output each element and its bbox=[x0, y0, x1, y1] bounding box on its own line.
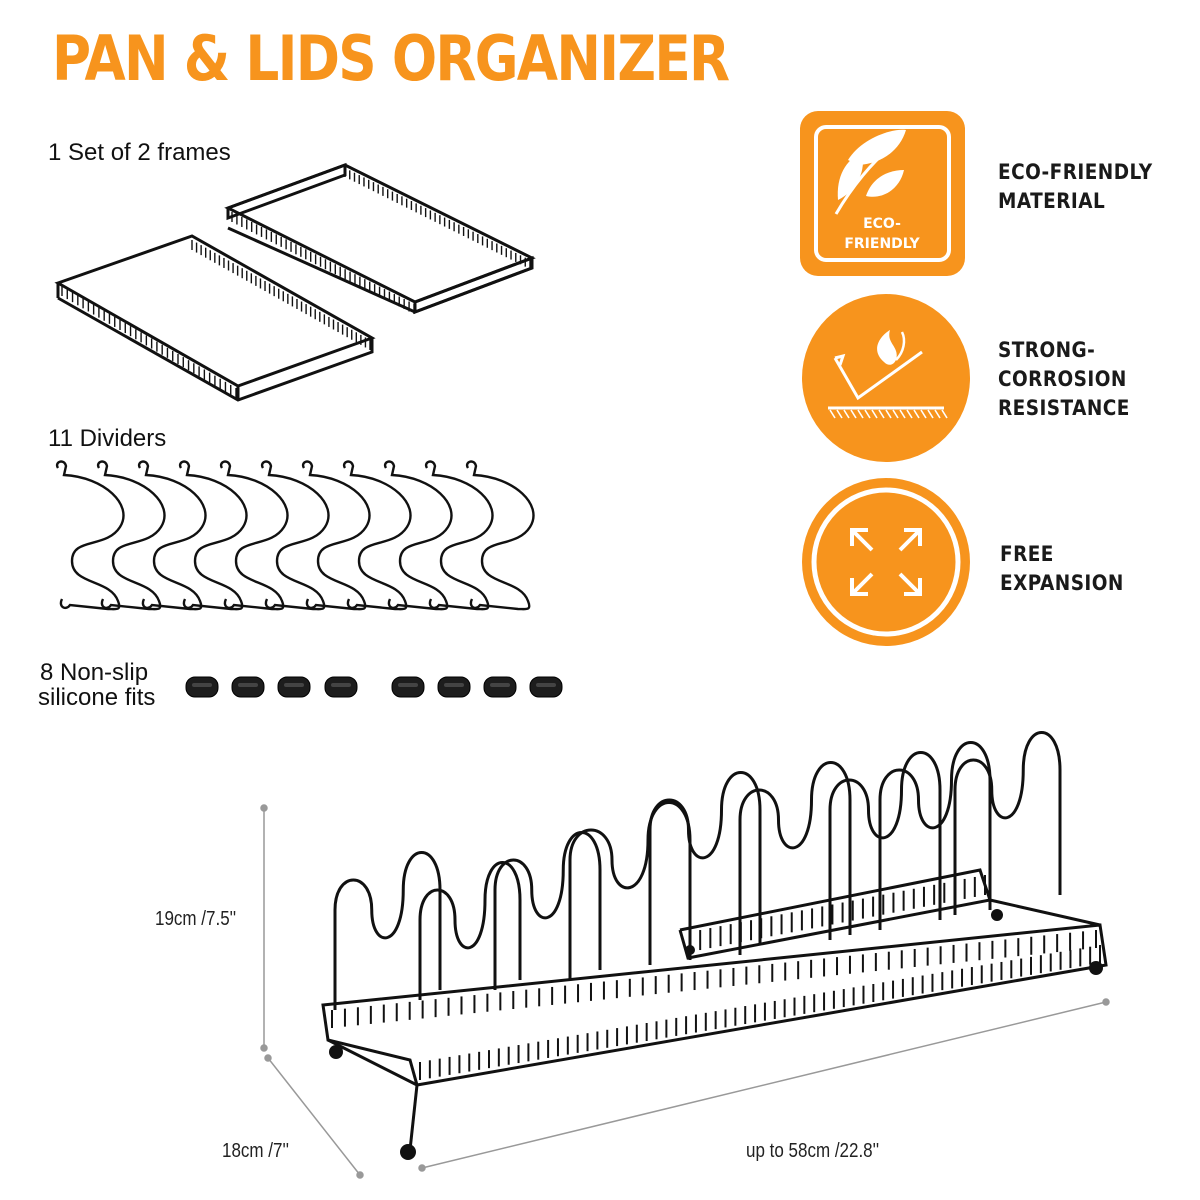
feature-eco-line1: ECO-FRIENDLY bbox=[998, 160, 1153, 184]
rack-divider-wire bbox=[648, 771, 762, 965]
rack-divider-wire bbox=[738, 761, 852, 955]
divider-wire bbox=[137, 460, 207, 611]
rack-divider-wire bbox=[568, 801, 692, 980]
divider-wire bbox=[383, 460, 453, 611]
divider-wire bbox=[219, 460, 289, 611]
divider-wire bbox=[301, 460, 371, 611]
divider-wire bbox=[55, 460, 125, 611]
fits-label-line2: silicone fits bbox=[38, 684, 156, 711]
feature-expansion-line2: EXPANSION bbox=[1000, 571, 1124, 595]
eco-badge-line1: ECO- bbox=[863, 216, 901, 232]
divider-wire bbox=[96, 460, 166, 611]
rack-divider-wire bbox=[333, 851, 442, 1010]
feature-corrosion-line1: STRONG- bbox=[998, 338, 1096, 362]
height-dimension: 19cm /7.5'' bbox=[155, 908, 237, 930]
feature-corrosion-line2: CORROSION bbox=[998, 367, 1127, 391]
rack-divider-wire bbox=[953, 731, 1062, 915]
feature-corrosion-line3: RESISTANCE bbox=[998, 396, 1130, 420]
dividers-label: 11 Dividers bbox=[48, 425, 167, 452]
feature-eco-line2: MATERIAL bbox=[998, 189, 1106, 213]
length-dimension: up to 58cm /22.8'' bbox=[746, 1140, 880, 1162]
rack-divider-wire bbox=[828, 751, 942, 940]
divider-wire bbox=[178, 460, 248, 611]
divider-wire bbox=[260, 460, 330, 611]
divider-wire bbox=[465, 460, 535, 611]
divider-wire bbox=[342, 460, 412, 611]
leaf-icon bbox=[800, 111, 965, 276]
eco-badge-line2: FRIENDLY bbox=[844, 236, 920, 252]
rack-divider-wire bbox=[418, 861, 522, 1000]
expand-arrows-icon bbox=[802, 478, 970, 646]
feature-corrosion-text: STRONG- CORROSION RESISTANCE bbox=[998, 336, 1130, 423]
corrosion-shield-icon bbox=[802, 294, 970, 462]
feature-expansion-line1: FREE bbox=[1000, 542, 1054, 566]
depth-dimension: 18cm /7'' bbox=[222, 1140, 289, 1162]
rack-divider-wire bbox=[878, 741, 992, 930]
feature-expansion-text: FREE EXPANSION bbox=[1000, 540, 1124, 598]
rack-divider-wire bbox=[493, 831, 602, 990]
page-title: PAN & LIDS ORGANIZER bbox=[52, 22, 730, 95]
frames-label: 1 Set of 2 frames bbox=[48, 139, 231, 166]
fits-label-line1: 8 Non-slip bbox=[40, 659, 149, 686]
divider-wire bbox=[424, 460, 494, 611]
feature-eco-text: ECO-FRIENDLY MATERIAL bbox=[998, 158, 1153, 216]
